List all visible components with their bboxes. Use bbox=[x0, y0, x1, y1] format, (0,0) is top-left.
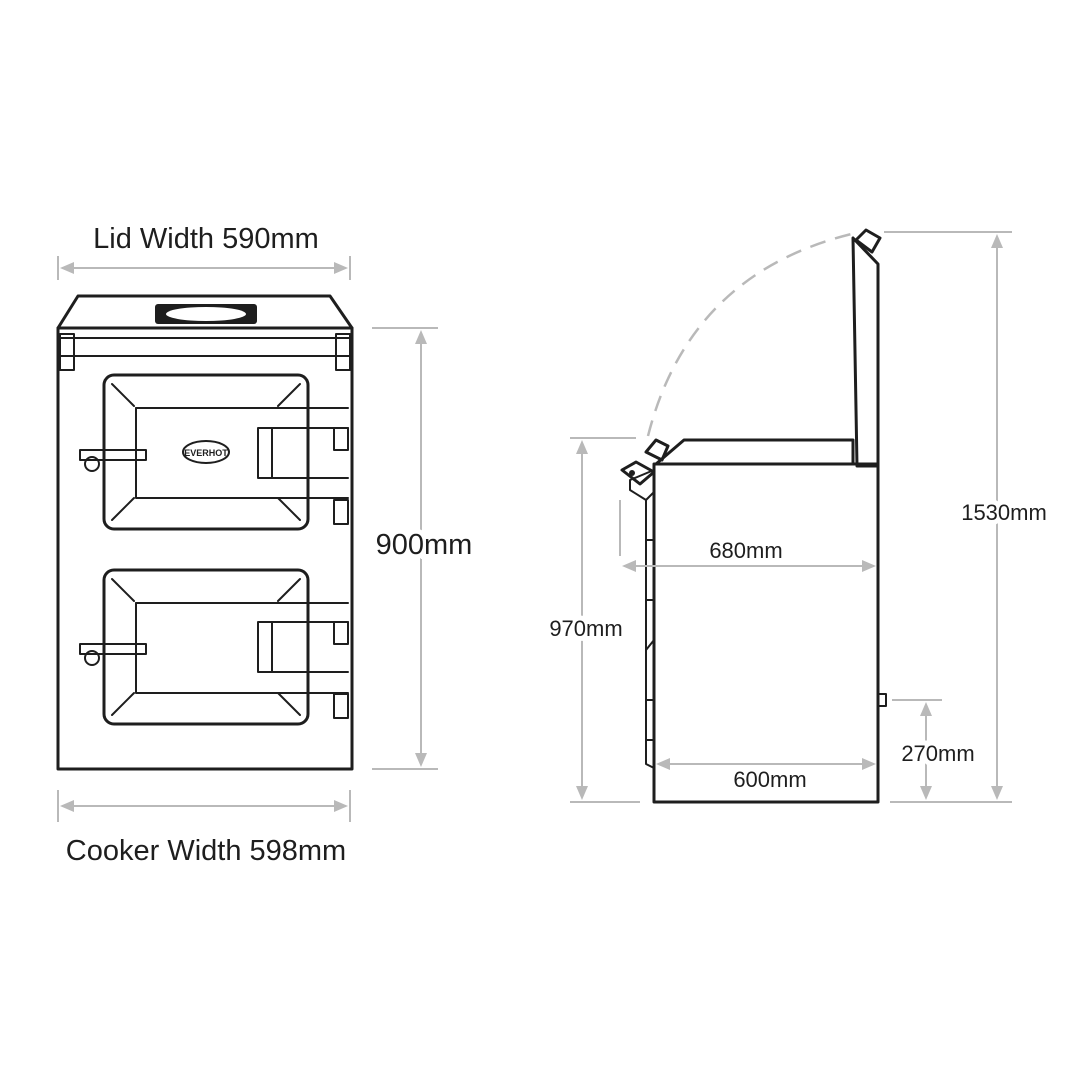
side-height-label: 970mm bbox=[549, 616, 622, 641]
back-vent bbox=[877, 693, 887, 707]
lid-swing-arc bbox=[646, 230, 861, 437]
plinth-height-label: 270mm bbox=[901, 741, 974, 766]
side-view bbox=[620, 228, 887, 804]
towel-rail bbox=[59, 337, 351, 357]
rail-bracket-left bbox=[59, 333, 75, 371]
lid-width-label: Lid Width 590mm bbox=[93, 223, 319, 255]
lower-oven-door bbox=[79, 568, 349, 726]
hob-top bbox=[654, 438, 855, 466]
cooker-width-dimension bbox=[57, 790, 351, 822]
rail-knob bbox=[644, 438, 670, 462]
rail-bracket-right bbox=[335, 333, 351, 371]
lid-open-height-dimension bbox=[884, 231, 1012, 803]
front-height-label: 900mm bbox=[376, 529, 473, 561]
depth-label: 600mm bbox=[733, 767, 806, 792]
door-handle bbox=[79, 449, 147, 461]
cooker-width-label: Cooker Width 598mm bbox=[66, 835, 346, 867]
depth-dimension bbox=[656, 758, 876, 770]
side-lid-open bbox=[851, 236, 880, 468]
side-body bbox=[652, 462, 880, 804]
brand-badge-text: EVERHOT bbox=[184, 448, 228, 458]
lid-width-dimension bbox=[57, 256, 351, 280]
front-view: EVERHOT bbox=[56, 294, 354, 771]
side-handle bbox=[620, 460, 656, 486]
depth-with-rail-label: 680mm bbox=[709, 538, 782, 563]
front-height-dimension bbox=[372, 327, 438, 770]
door-handle bbox=[79, 643, 147, 655]
door-profile bbox=[629, 469, 655, 769]
cooker-body bbox=[56, 326, 354, 771]
upper-oven-door bbox=[79, 373, 349, 531]
lid-handle-grip bbox=[166, 307, 246, 321]
depth-with-rail-dimension bbox=[619, 500, 876, 572]
side-height-dimension bbox=[570, 437, 640, 803]
brand-badge: EVERHOT bbox=[182, 440, 230, 464]
lid-knob bbox=[854, 228, 882, 254]
lid-open-height-label: 1530mm bbox=[961, 500, 1047, 525]
plinth-height-dimension bbox=[892, 699, 942, 800]
